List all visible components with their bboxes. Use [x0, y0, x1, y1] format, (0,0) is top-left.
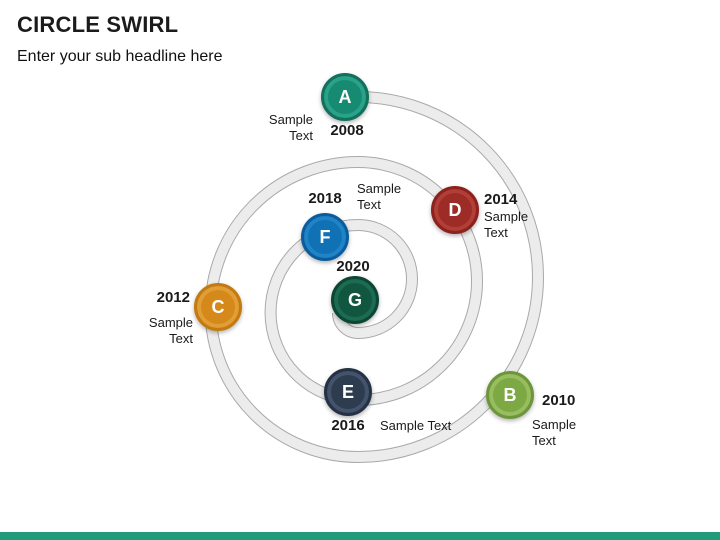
bottom-accent-bar — [0, 532, 720, 540]
node-letter-f: F — [319, 226, 331, 247]
node-year-g: 2020 — [336, 258, 370, 275]
node-year-b: 2010 — [542, 392, 576, 409]
node-year-c: 2012 — [156, 289, 190, 306]
node-sample-text-d: Sample Text — [484, 209, 529, 240]
node-circle-e: E — [324, 368, 372, 416]
node-letter-a: A — [338, 86, 352, 107]
node-circle-g: G — [331, 276, 379, 324]
node-circle-b: B — [486, 371, 534, 419]
node-sample-text-e: Sample Text — [380, 418, 452, 433]
node-year-d: 2014 — [484, 191, 518, 208]
node-letter-b: B — [503, 384, 517, 405]
node-year-f: 2018 — [308, 190, 342, 207]
node-letter-e: E — [341, 381, 354, 402]
slide-title: CIRCLE SWIRL — [17, 12, 179, 37]
node-year-e: 2016 — [331, 417, 365, 434]
node-sample-text-a: Sample Text — [268, 112, 313, 143]
node-year-a: 2008 — [330, 122, 364, 139]
node-sample-text-b: Sample Text — [532, 417, 577, 448]
node-circle-a: A — [321, 73, 369, 121]
node-sample-text-c: Sample Text — [148, 315, 193, 346]
slide-subtitle: Enter your sub headline here — [17, 48, 223, 65]
node-circle-c: C — [194, 283, 242, 331]
node-sample-text-f: Sample Text — [357, 181, 402, 212]
node-letter-g: G — [347, 289, 362, 310]
node-circle-d: D — [431, 186, 479, 234]
node-circle-f: F — [301, 213, 349, 261]
node-letter-d: D — [448, 199, 462, 220]
node-letter-c: C — [211, 296, 225, 317]
